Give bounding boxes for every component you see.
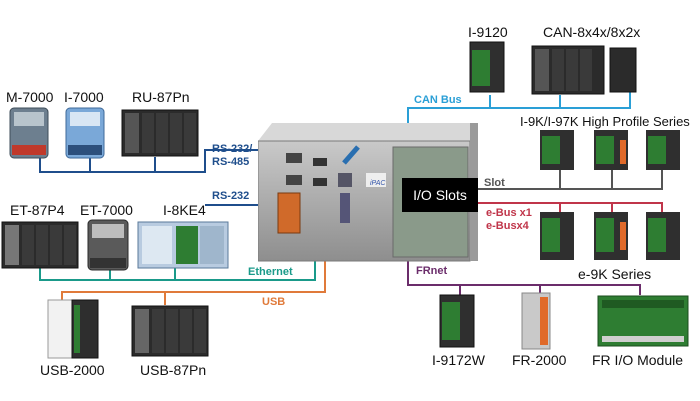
i9120-card-image: [469, 41, 505, 93]
fr-io-module-label: FR I/O Module: [592, 352, 684, 368]
ru87pn-rack-image: [121, 109, 199, 157]
can8x4x-label: CAN-8x4x/8x2x: [543, 24, 641, 40]
can-line: [407, 90, 631, 130]
i9k-card-3-image: [646, 130, 680, 170]
ru87pn-label: RU-87Pn: [132, 89, 190, 105]
i9120-label: I-9120: [468, 24, 508, 40]
usb-bus-label: USB: [262, 296, 286, 308]
usb2000-label: USB-2000: [40, 362, 105, 378]
fr2000-label: FR-2000: [512, 352, 567, 368]
fr2000-module-image: [521, 292, 551, 350]
usb87pn-rack-image: [131, 305, 209, 357]
i9172w-label: I-9172W: [432, 352, 485, 368]
rs232-485-bus-label: RS-232/ RS-485: [212, 143, 253, 168]
can8x4x-rack-image: [531, 45, 637, 95]
rs232-bus-label: RS-232: [212, 190, 250, 202]
slot-bus-label: Slot: [484, 177, 505, 189]
et7000-module-image: [87, 219, 129, 271]
e9k-series-label: e-9K Series: [578, 266, 652, 282]
ebus-x1-label: e-Bus x1: [486, 207, 532, 219]
fr-io-module-image: [597, 295, 689, 347]
rs485-line: [39, 149, 305, 173]
i7000-module-image: [65, 107, 105, 159]
ebus-line: [478, 202, 663, 215]
io-slots-label: I/O Slots: [413, 187, 467, 203]
et7000-label: ET-7000: [80, 202, 133, 218]
frnet-bus-label: FRnet: [416, 265, 448, 277]
svg-text:iPAC: iPAC: [370, 180, 386, 187]
et87p4-rack-image: [1, 221, 79, 269]
e9k-card-2-image: [594, 212, 628, 260]
i9172w-card-image: [439, 294, 475, 348]
usb2000-module-image: [47, 299, 99, 359]
i7000-label: I-7000: [64, 89, 104, 105]
i9k-high-profile-label: I-9K/I-97K High Profile Series: [520, 114, 690, 129]
m7000-module-image: [9, 107, 49, 159]
e9k-card-3-image: [646, 212, 680, 260]
i8ke4-unit-image: [137, 221, 229, 269]
m7000-label: M-7000: [6, 89, 54, 105]
i8ke4-label: I-8KE4: [163, 202, 206, 218]
i9k-card-1-image: [540, 130, 574, 170]
e9k-card-1-image: [540, 212, 574, 260]
can-bus-label: CAN Bus: [414, 94, 462, 106]
et87p4-label: ET-87P4: [10, 202, 65, 218]
ethernet-bus-label: Ethernet: [248, 266, 293, 278]
slot-line: [478, 170, 663, 190]
ebus-x4-label: e-Busx4: [486, 220, 529, 232]
io-slots-box: I/O Slots: [402, 178, 478, 212]
usb87pn-label: USB-87Pn: [140, 362, 207, 378]
i9k-card-2-image: [594, 130, 628, 170]
